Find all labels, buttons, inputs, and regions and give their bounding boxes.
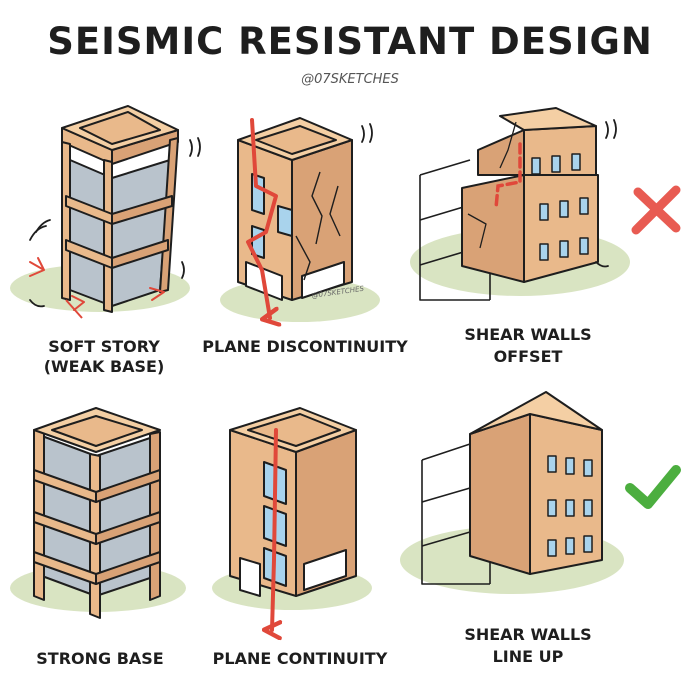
- label-shear-walls-line-up-2: LINE UP: [493, 647, 564, 666]
- page-title: SEISMIC RESISTANT DESIGN: [47, 20, 653, 63]
- label-strong-base: STRONG BASE: [36, 649, 163, 668]
- label-soft-story: SOFT STORY: [48, 337, 160, 356]
- cross-icon: [631, 185, 681, 235]
- offset-load-path: [494, 142, 522, 210]
- soft-story-illustration: [10, 105, 190, 319]
- shear-walls-offset-illustration: [410, 107, 630, 301]
- strong-base-illustration: [10, 407, 186, 619]
- stress-marks: [29, 257, 165, 311]
- plane-continuity-illustration: [212, 407, 372, 610]
- label-weak-base: (WEAK BASE): [44, 357, 165, 376]
- shear-walls-line-up-illustration: [400, 391, 624, 594]
- label-plane-discontinuity: PLANE DISCONTINUITY: [202, 337, 408, 356]
- load-path-arrow: [246, 118, 276, 318]
- label-shear-walls-line-up-1: SHEAR WALLS: [464, 625, 591, 644]
- load-path-arrow: [272, 428, 276, 630]
- shake-lines: [595, 119, 617, 268]
- label-plane-continuity: PLANE CONTINUITY: [213, 649, 388, 668]
- shake-lines: [361, 123, 373, 143]
- label-shear-walls-offset-2: OFFSET: [494, 347, 563, 366]
- credit-handle: @07SKETCHES: [301, 72, 399, 87]
- label-shear-walls-offset-1: SHEAR WALLS: [464, 325, 591, 344]
- shake-lines: [29, 137, 201, 308]
- check-icon: [625, 465, 681, 509]
